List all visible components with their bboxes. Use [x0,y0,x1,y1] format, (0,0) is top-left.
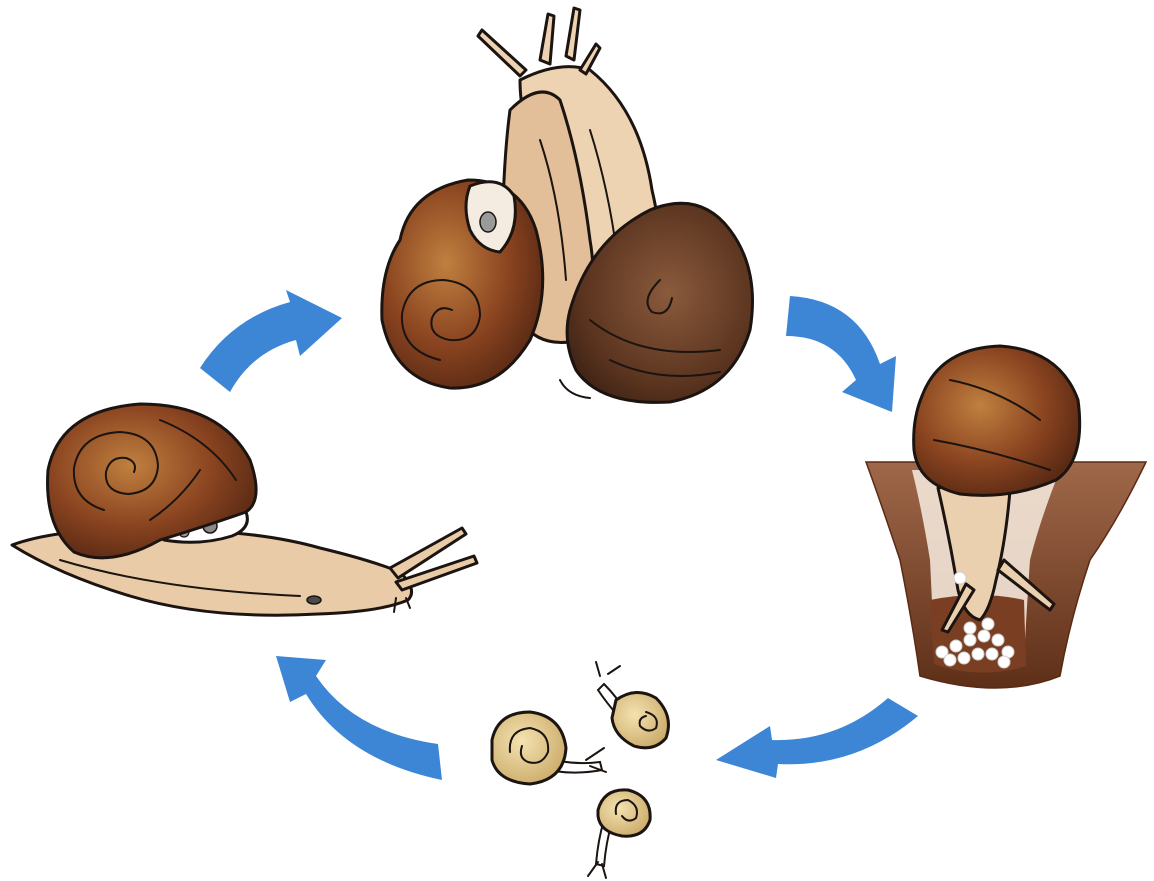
hatchling-snails-icon [492,662,668,878]
adult-snail-icon [12,404,477,615]
arrow-mating-to-egg-laying [786,296,896,412]
hatchling-upper [596,662,668,748]
hatchling-bottom [588,790,650,878]
cycle-arrows [200,290,918,780]
egg-laying-icon [866,346,1146,688]
arrow-adult-to-mating [200,290,342,392]
arrow-egg-laying-to-hatchlings [716,698,918,778]
arrow-hatchlings-to-adult [276,656,442,780]
mating-snails-icon [382,8,753,402]
hatchling-left [492,712,606,784]
